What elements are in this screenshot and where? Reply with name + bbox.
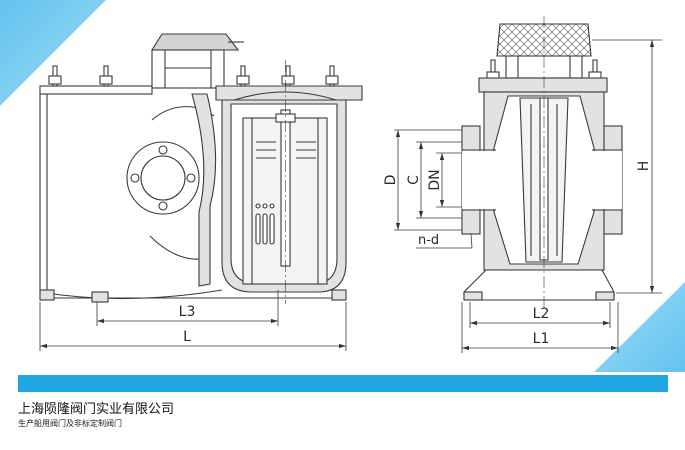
- end-view: D C DN n-d H L2: [383, 16, 662, 353]
- dimension-dn: DN: [427, 152, 462, 208]
- dimension-label-c: C: [406, 175, 422, 185]
- company-tagline: 生产船用阀门及非标定制阀门: [18, 419, 122, 428]
- strainer-basket: [242, 109, 328, 285]
- dimension-label-d: D: [383, 175, 399, 186]
- corner-triangle-top-left: [0, 0, 106, 106]
- dimension-label-dn: DN: [427, 169, 443, 190]
- partition-wall: [191, 93, 217, 287]
- dimension-l3: L3: [96, 290, 279, 326]
- side-view-base: [39, 289, 347, 303]
- dimension-label-l1: L1: [533, 331, 550, 347]
- housing-cover: [215, 85, 363, 101]
- dimension-label-l2: L2: [533, 306, 550, 322]
- handle-plate: [151, 33, 240, 51]
- dimension-h: H: [592, 39, 662, 294]
- end-view-base: [463, 269, 615, 301]
- dimension-l2: L2: [469, 302, 611, 328]
- dimension-label-h: H: [636, 161, 652, 172]
- cover-bolt: [236, 65, 250, 87]
- dimension-l: L: [39, 302, 347, 351]
- dimension-c: C: [406, 141, 462, 219]
- dimension-label-l: L: [183, 329, 191, 345]
- dimension-d: D: [383, 129, 462, 231]
- drain-plug: [91, 291, 109, 303]
- bonnet: [151, 49, 225, 89]
- dimension-n-d: n-d: [416, 233, 473, 249]
- company-name: 上海陨隆阀门实业有限公司: [18, 402, 175, 417]
- cover-bolt: [48, 65, 62, 87]
- end-view-cover-flange: [478, 77, 608, 93]
- cover-bolt: [281, 65, 295, 87]
- valve-technical-drawing: L3 L: [0, 0, 685, 372]
- inlet-flange: [126, 141, 200, 215]
- dimension-label-n-d: n-d: [418, 233, 439, 248]
- side-view: L3 L: [39, 33, 363, 351]
- dimension-l1: L1: [461, 302, 619, 353]
- dimension-label-l3: L3: [179, 304, 196, 320]
- accent-bar: [18, 375, 668, 392]
- cover-bolt: [325, 65, 339, 87]
- cover-bolt: [99, 65, 113, 87]
